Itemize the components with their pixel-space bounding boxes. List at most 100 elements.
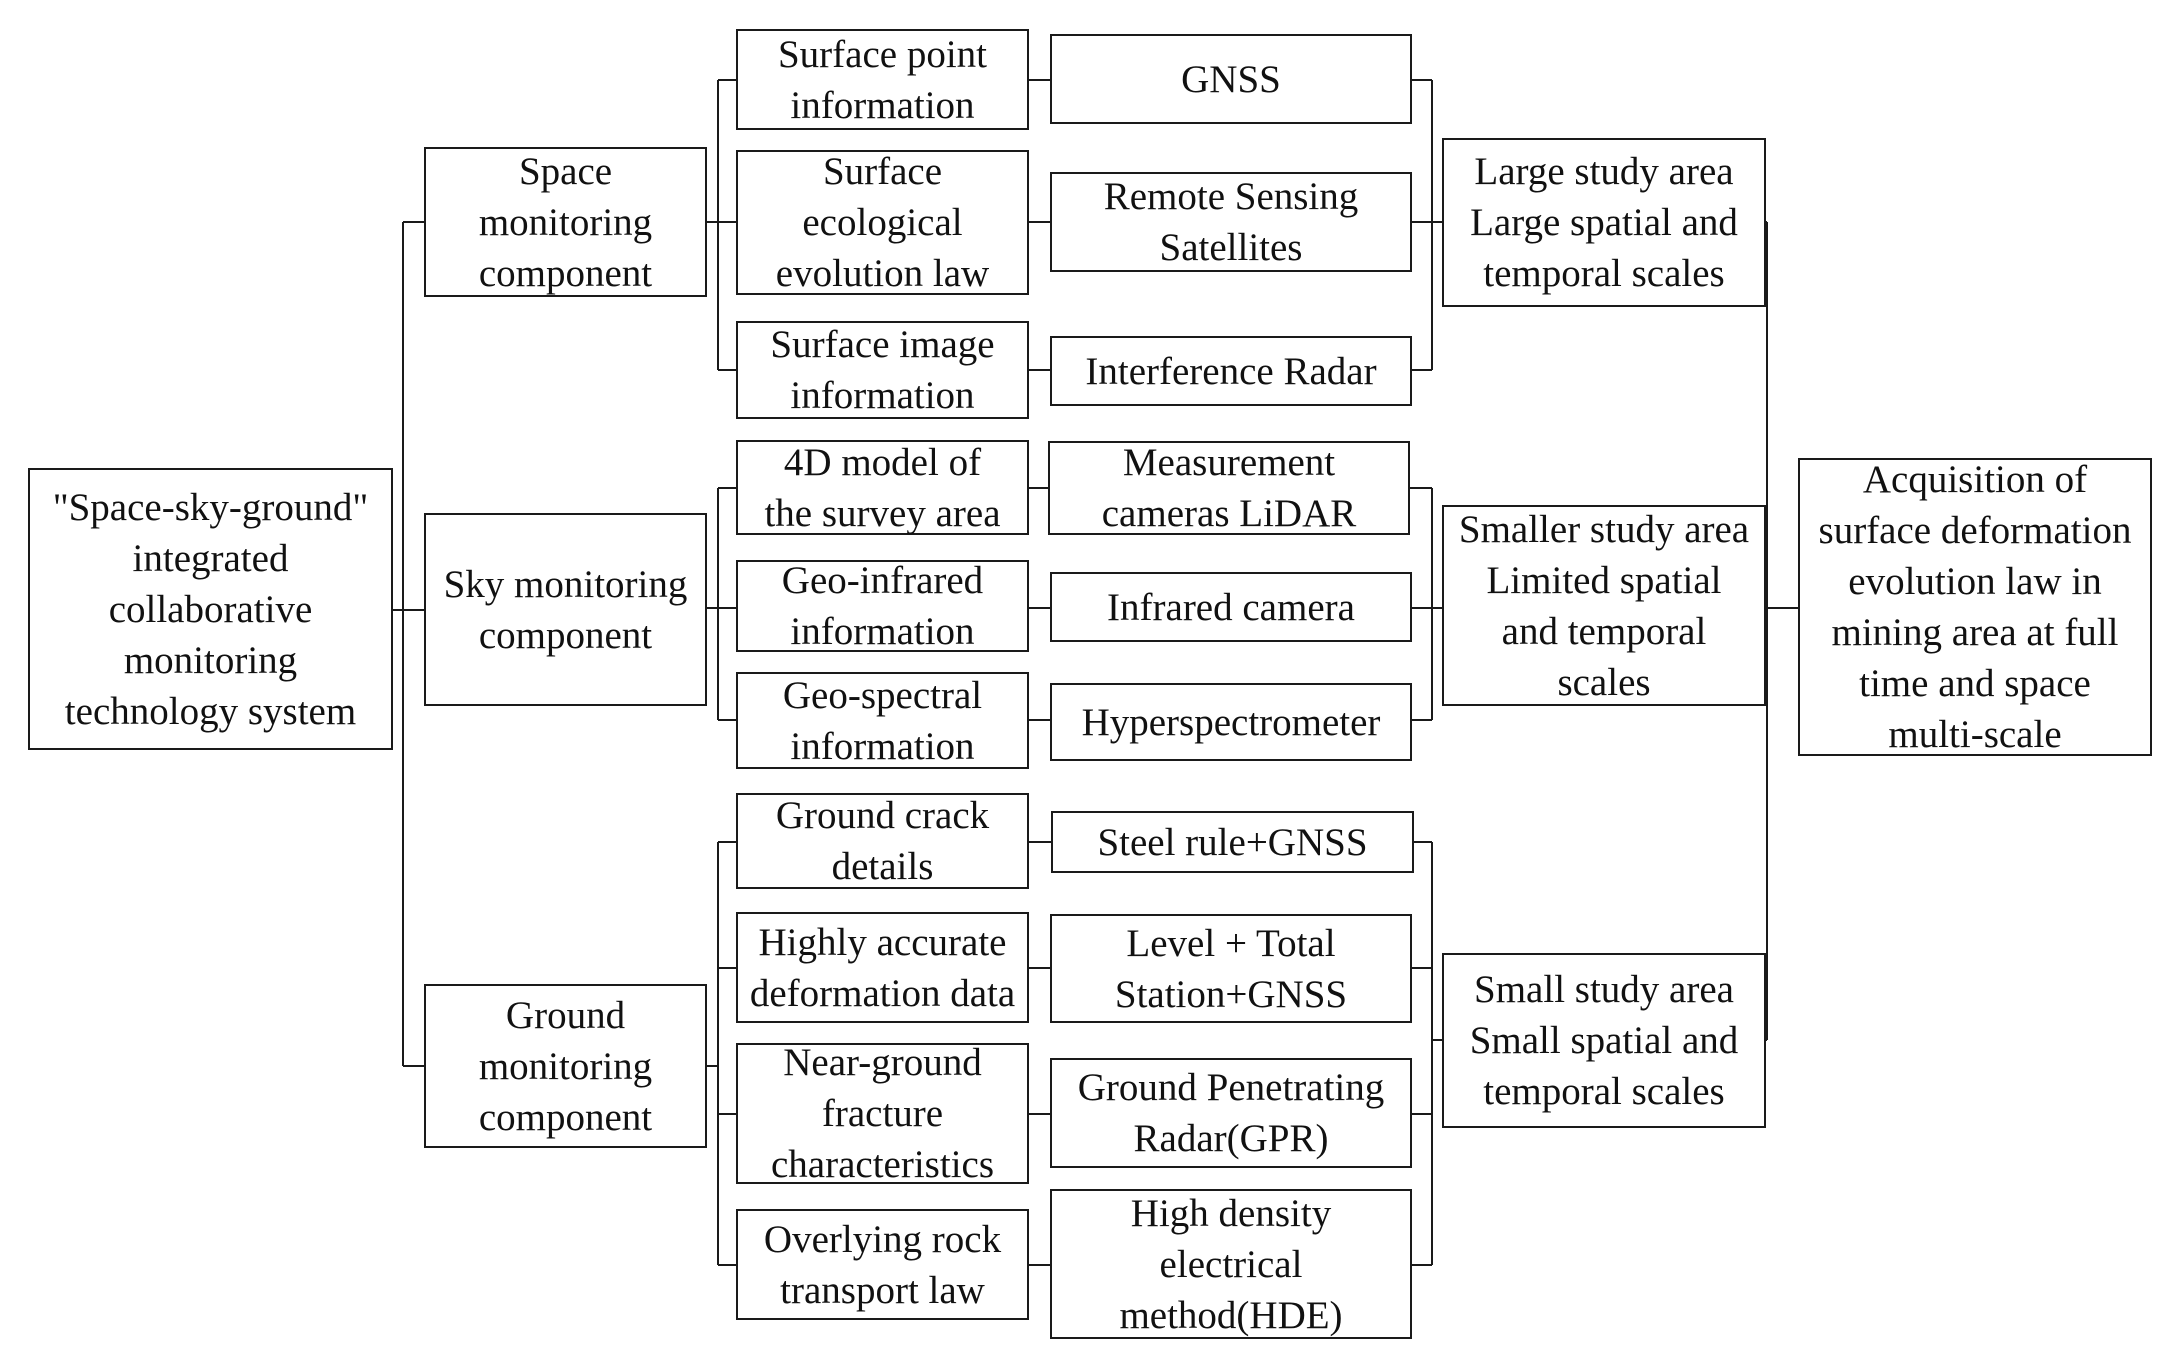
box-text-line: Remote Sensing bbox=[1103, 175, 1359, 218]
box-text-line: Large study area bbox=[1474, 150, 1734, 193]
box-text-line: multi-scale bbox=[1888, 713, 2062, 756]
box-text-line: collaborative bbox=[108, 587, 313, 631]
box-text-line: Steel rule+GNSS bbox=[1097, 820, 1368, 864]
box-text-line: temporal scales bbox=[1483, 252, 1725, 295]
box-text-line: evolution law in bbox=[1848, 560, 2102, 603]
connector-scales-result bbox=[1766, 221, 1798, 1041]
box-text-line: Hyperspectrometer bbox=[1081, 700, 1381, 744]
connector-ground-info bbox=[707, 841, 736, 1266]
info-geo-infrared-box: Geo-infrared information bbox=[736, 559, 1029, 653]
connector-methods-smaller bbox=[1410, 487, 1442, 721]
box-text-line: electrical bbox=[1159, 1242, 1303, 1286]
box-text-line: Small study area bbox=[1474, 968, 1734, 1011]
box-text-line: the survey area bbox=[764, 491, 1001, 535]
box-text-line: Overlying rock bbox=[763, 1217, 1002, 1261]
info-surface-ecological-box: Surface ecological evolution law bbox=[736, 150, 1029, 295]
connector-methods-large bbox=[1412, 79, 1442, 371]
box-text-line: information bbox=[790, 374, 975, 417]
box-text-line: evolution law bbox=[775, 252, 990, 295]
sky-monitoring-component-box: Sky monitoring component bbox=[424, 513, 707, 706]
box-text-line: time and space bbox=[1859, 662, 2091, 705]
box-text-line: Surface bbox=[822, 150, 943, 193]
box-text-line: information bbox=[790, 610, 975, 653]
box-text-line: monitoring bbox=[478, 1044, 653, 1088]
box-text-line: integrated bbox=[132, 536, 289, 580]
connector-space-info bbox=[707, 79, 736, 371]
box-text-line: technology system bbox=[64, 689, 357, 733]
box-text-line: High density bbox=[1130, 1191, 1332, 1235]
ground-monitoring-component-box: Ground monitoring component bbox=[424, 984, 707, 1148]
info-surface-point-box: Surface point information bbox=[736, 29, 1029, 130]
box-text-line: Limited spatial bbox=[1486, 558, 1722, 602]
info-highly-accurate-box: Highly accurate deformation data bbox=[736, 912, 1029, 1023]
box-text-line: Highly accurate bbox=[758, 920, 1007, 964]
box-text-line: ecological bbox=[802, 201, 963, 244]
box-text-line: "Space-sky-ground" bbox=[52, 485, 369, 529]
box-text-line: Surface image bbox=[770, 323, 995, 366]
box-text-line: Station+GNSS bbox=[1114, 972, 1348, 1016]
box-text-line: Interference Radar bbox=[1085, 349, 1377, 393]
box-text-line: temporal scales bbox=[1483, 1070, 1725, 1113]
box-text-line: fracture bbox=[821, 1092, 944, 1135]
connector-sky-info bbox=[707, 487, 736, 721]
box-text-line: Infrared camera bbox=[1107, 585, 1355, 629]
root-box: "Space-sky-ground" integrated collaborativ… bbox=[28, 468, 393, 750]
box-text-line: monitoring bbox=[123, 638, 298, 682]
info-overlying-rock-box: Overlying rock transport law bbox=[736, 1209, 1029, 1320]
info-surface-image-box: Surface image information bbox=[736, 321, 1029, 419]
box-text-line: Surface point bbox=[777, 32, 987, 76]
box-text-line: Small spatial and bbox=[1469, 1019, 1739, 1062]
connector-root bbox=[393, 221, 424, 1067]
box-text-line: deformation data bbox=[749, 971, 1016, 1015]
method-infrared-camera-box: Infrared camera bbox=[1050, 572, 1412, 642]
box-text-line: mining area at full bbox=[1831, 611, 2119, 654]
box-text-line: transport law bbox=[780, 1268, 985, 1312]
box-text-line: Sky monitoring bbox=[443, 562, 688, 606]
box-text-line: Acquisition of bbox=[1862, 458, 2088, 501]
space-monitoring-component-box: Space monitoring component bbox=[424, 147, 707, 297]
box-text-line: cameras LiDAR bbox=[1101, 492, 1357, 535]
box-text-line: and temporal bbox=[1501, 609, 1707, 653]
method-gnss-box: GNSS bbox=[1050, 34, 1412, 124]
method-hde-box: High density electrical method(HDE) bbox=[1050, 1189, 1412, 1339]
box-text-line: Geo-spectral bbox=[782, 673, 983, 717]
box-text-line: monitoring bbox=[478, 200, 653, 244]
box-text-line: Level + Total bbox=[1126, 921, 1336, 965]
box-text-line: information bbox=[790, 83, 975, 127]
box-text-line: method(HDE) bbox=[1119, 1293, 1343, 1337]
box-text-line: component bbox=[478, 1095, 653, 1139]
box-text-line: Large spatial and bbox=[1470, 201, 1738, 244]
box-text-line: component bbox=[478, 613, 653, 657]
box-text-line: details bbox=[831, 845, 934, 888]
method-interference-radar-box: Interference Radar bbox=[1050, 336, 1412, 406]
box-text-line: surface deformation bbox=[1818, 509, 2132, 552]
box-text-line: component bbox=[478, 251, 653, 295]
box-text-line: Space bbox=[518, 149, 613, 193]
box-text-line: Measurement bbox=[1122, 441, 1336, 484]
box-text-line: Radar(GPR) bbox=[1133, 1117, 1329, 1160]
box-text-line: Near-ground bbox=[783, 1041, 982, 1084]
box-text-line: Satellites bbox=[1159, 226, 1303, 269]
method-measurement-cameras-box: Measurement cameras LiDAR bbox=[1048, 441, 1410, 535]
result-box: Acquisition of surface deformation evoluti… bbox=[1798, 458, 2152, 756]
method-steel-rule-box: Steel rule+GNSS bbox=[1051, 811, 1414, 873]
box-text-line: scales bbox=[1557, 660, 1651, 704]
box-text-line: Ground bbox=[505, 993, 626, 1037]
box-text-line: Smaller study area bbox=[1458, 507, 1750, 551]
box-text-line: GNSS bbox=[1181, 57, 1281, 101]
connector-info-methods bbox=[1029, 79, 1051, 1266]
box-text-line: Geo-infrared bbox=[781, 559, 984, 602]
box-text-line: information bbox=[790, 724, 975, 768]
box-text-line: Ground Penetrating bbox=[1077, 1066, 1385, 1109]
